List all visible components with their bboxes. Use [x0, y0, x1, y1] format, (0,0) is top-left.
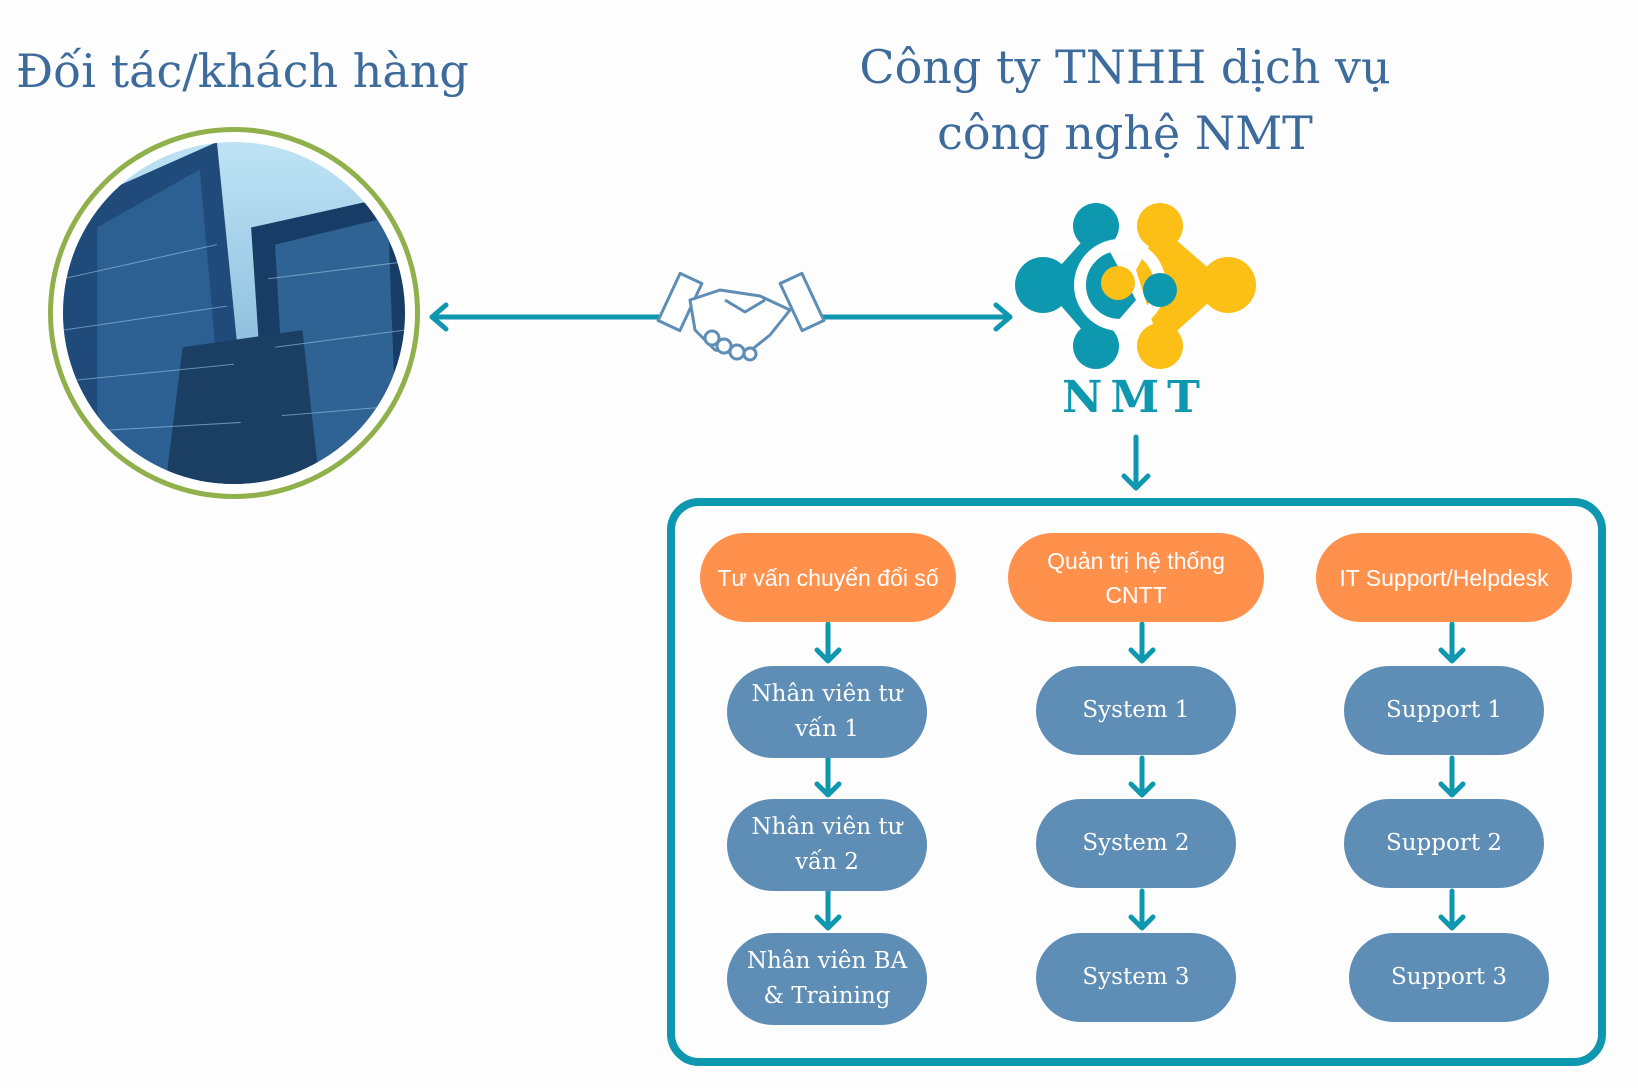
staff-node: System 1: [1036, 666, 1236, 755]
staff-node: System 3: [1036, 933, 1236, 1022]
staff-node: Support 2: [1344, 799, 1544, 888]
partner-title: Đối tác/khách hàng: [16, 44, 469, 98]
company-title: Công ty TNHH dịch vụ công nghệ NMT: [820, 34, 1430, 166]
dept-it-system-admin: Quản trị hệ thống CNTT: [1008, 533, 1264, 622]
staff-node: Support 1: [1344, 666, 1544, 755]
building-image: [48, 127, 420, 499]
column-arrows: [814, 621, 1466, 931]
company-title-line1: Công ty TNHH dịch vụ: [859, 40, 1391, 94]
dept-it-support: IT Support/Helpdesk: [1316, 533, 1572, 622]
staff-node: Nhân viên tư vấn 2: [727, 799, 927, 891]
arrow-head-left: [429, 302, 449, 332]
dept-digital-transformation: Tư vấn chuyển đổi số: [700, 533, 956, 622]
arrow-head-right: [993, 302, 1013, 332]
staff-node: System 2: [1036, 799, 1236, 888]
staff-node: Nhân viên BA & Training: [727, 933, 927, 1025]
handshake-icon: [656, 271, 826, 362]
department-container: [667, 498, 1606, 1066]
staff-node: Support 3: [1349, 933, 1549, 1022]
staff-node: Nhân viên tư vấn 1: [727, 666, 927, 758]
nmt-logo-icon: [1015, 203, 1256, 369]
logo-text: NMT: [1062, 372, 1208, 423]
company-title-line2: công nghệ NMT: [937, 106, 1313, 160]
